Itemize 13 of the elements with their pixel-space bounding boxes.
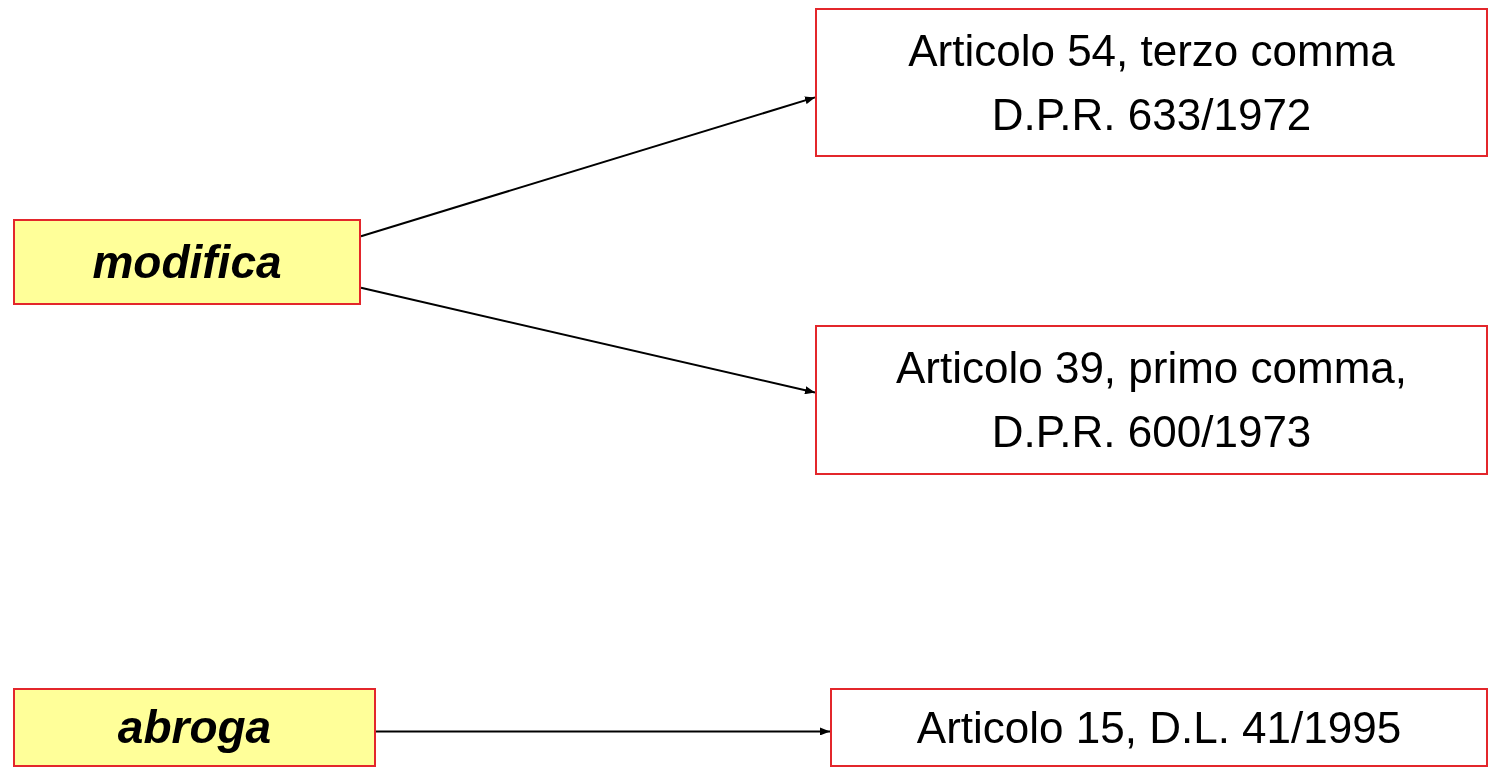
- reference-box: [830, 688, 1488, 767]
- keyword-box: [13, 219, 361, 305]
- reference-text: Articolo 39, primo comma, D.P.R. 600/1973: [894, 342, 1409, 458]
- arrow: [360, 96, 816, 238]
- arrow: [360, 286, 816, 395]
- reference-text: Articolo 15, D.L. 41/1995: [915, 701, 1403, 754]
- reference-box: [815, 8, 1488, 157]
- reference-box: [815, 325, 1488, 475]
- keyword-text: modifica: [92, 234, 282, 290]
- keyword-box: [13, 688, 376, 767]
- keyword-text: abroga: [117, 700, 272, 756]
- reference-text: Articolo 54, terzo comma D.P.R. 633/1972: [907, 24, 1396, 141]
- arrow: [375, 727, 831, 736]
